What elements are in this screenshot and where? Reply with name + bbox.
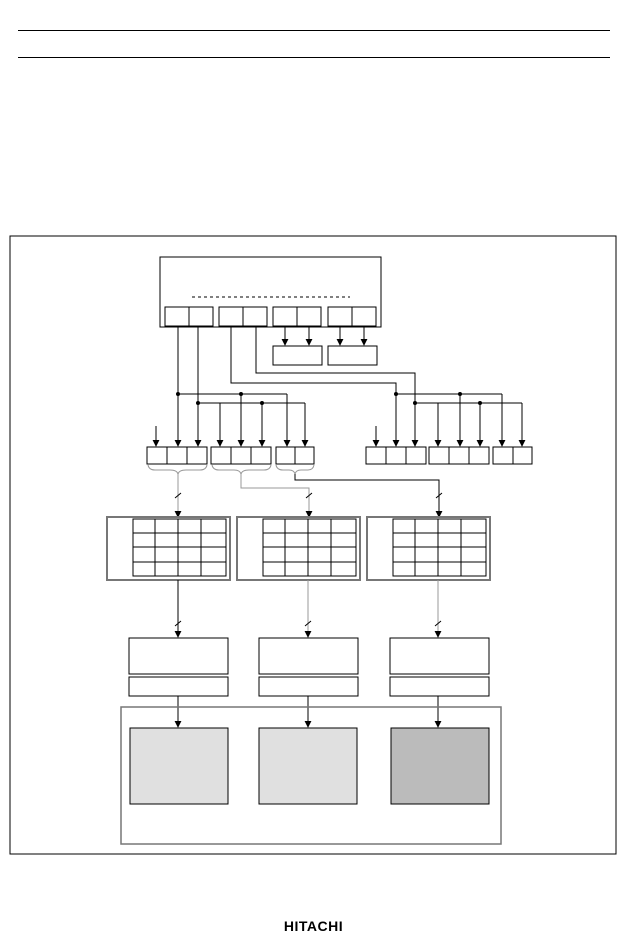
outer-frame	[9, 235, 617, 855]
output-panel-2	[258, 727, 358, 805]
right-register-groups	[365, 446, 533, 465]
selector-table-2	[236, 516, 361, 581]
register-braces	[147, 464, 315, 475]
aux-output-boxes	[272, 345, 378, 366]
aux-output-arrows	[281, 326, 368, 346]
panel-input-arrows	[174, 696, 442, 728]
brand-logo: HITACHI	[283, 918, 344, 934]
header-rule-bottom	[18, 57, 610, 58]
table-output-arrows	[174, 580, 442, 638]
selector-routing	[174, 474, 443, 518]
left-register-groups	[146, 446, 315, 465]
bus-wiring	[152, 326, 526, 447]
selector-table-3	[366, 516, 491, 581]
function-blocks	[128, 637, 490, 697]
output-panel-frame	[120, 706, 502, 845]
control-register-block	[159, 256, 382, 328]
output-panel-3	[390, 727, 490, 805]
junction-dots	[176, 392, 482, 405]
output-panel-1	[129, 727, 229, 805]
selector-table-1	[106, 516, 231, 581]
header-rule-top	[18, 30, 610, 31]
